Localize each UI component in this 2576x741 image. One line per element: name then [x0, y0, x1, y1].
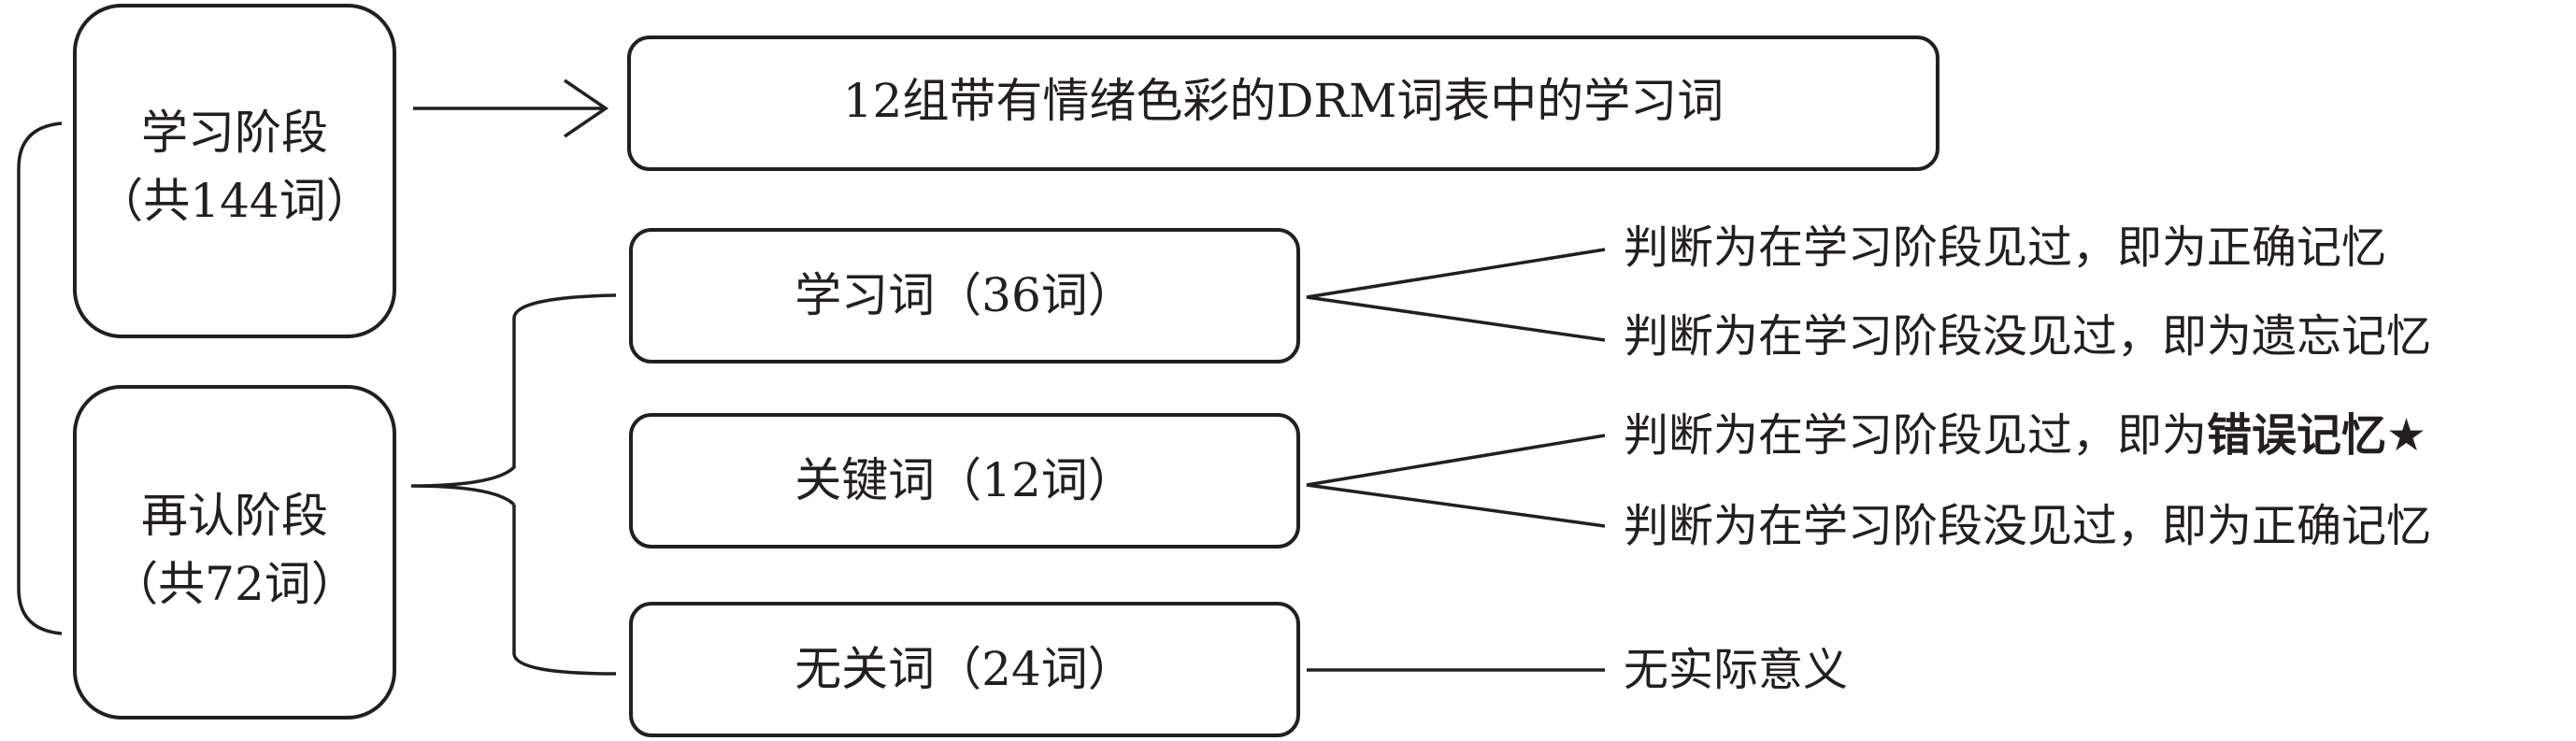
- word-type-label: 无关词（24词）: [794, 642, 1135, 696]
- stage-bracket: [17, 121, 63, 635]
- arrow-icon: [413, 78, 609, 138]
- word-type-box-unrelated: 无关词（24词）: [629, 602, 1300, 737]
- study-stage-title: 学习阶段: [141, 106, 328, 160]
- recognition-stage-box: 再认阶段 （共72词）: [73, 385, 396, 720]
- study-stage-count: （共144词）: [96, 174, 372, 228]
- word-type-label: 关键词（12词）: [794, 453, 1135, 507]
- study-word-branch: [1306, 248, 1606, 342]
- word-type-box-key: 关键词（12词）: [629, 413, 1300, 549]
- outcome-key-seen-prefix: 判断为在学习阶段见过，即为: [1624, 409, 2207, 462]
- word-type-box-study: 学习词（36词）: [629, 228, 1300, 363]
- recognition-stage-title: 再认阶段: [141, 489, 328, 543]
- study-stage-box: 学习阶段 （共144词）: [73, 4, 396, 338]
- outcome-study-unseen: 判断为在学习阶段没见过，即为遗忘记忆: [1624, 310, 2431, 363]
- outcome-key-unseen: 判断为在学习阶段没见过，即为正确记忆: [1624, 500, 2431, 552]
- recognition-stage-count: （共72词）: [111, 557, 358, 611]
- outcome-study-seen: 判断为在学习阶段见过，即为正确记忆: [1624, 221, 2386, 274]
- study-content-text: 12组带有情绪色彩的DRM词表中的学习词: [843, 74, 1724, 128]
- study-content-box: 12组带有情绪色彩的DRM词表中的学习词: [627, 36, 1939, 171]
- key-word-branch: [1306, 434, 1606, 528]
- word-type-label: 学习词（36词）: [794, 268, 1135, 322]
- outcome-unrelated: 无实际意义: [1624, 644, 1848, 696]
- outcome-key-seen: 判断为在学习阶段见过，即为错误记忆★: [1624, 409, 2426, 462]
- recognition-brace: [410, 293, 617, 676]
- false-memory-emphasis: 错误记忆★: [2207, 409, 2426, 462]
